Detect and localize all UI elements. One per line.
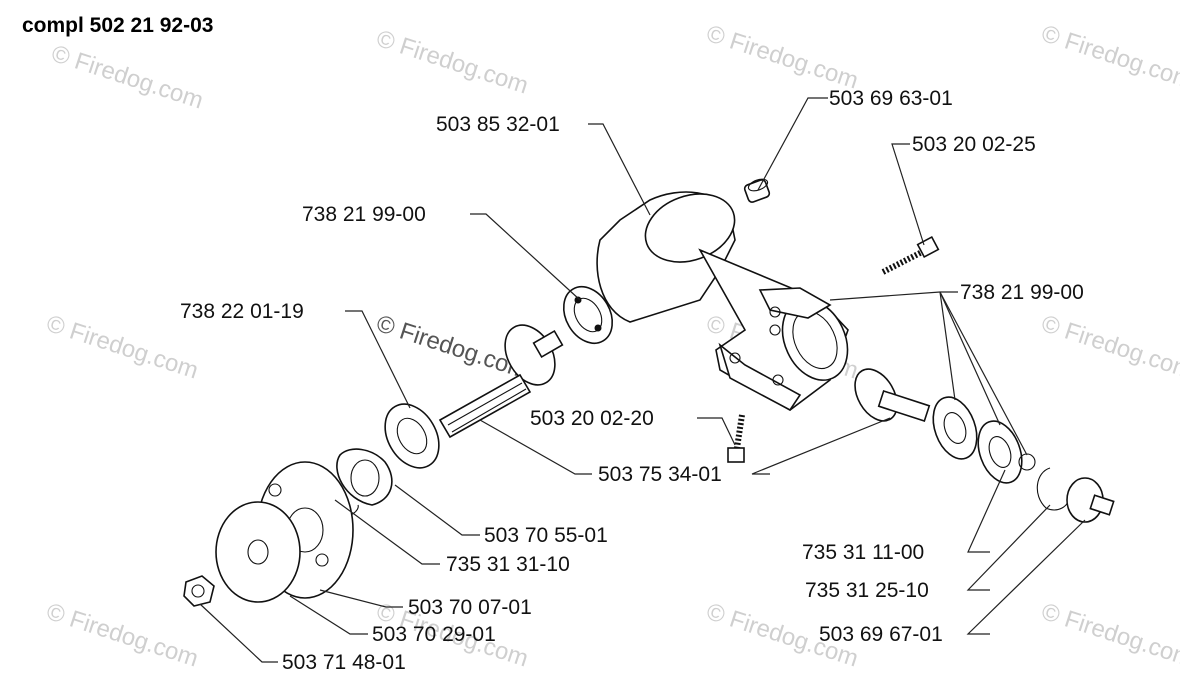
watermark: © Firedog.com (43, 598, 201, 672)
label-input-shaft: 503 75 34-01 (598, 463, 722, 486)
clamp-screw (881, 235, 940, 275)
label-gear-housing: 503 85 32-01 (436, 113, 560, 136)
watermark: © Firedog.com (1038, 598, 1180, 672)
label-spring-washer: 735 31 11-00 (802, 541, 924, 564)
bearing-upper (562, 285, 614, 345)
label-lock-nut: 503 71 48-01 (282, 651, 406, 674)
label-seal-ring: 503 70 55-01 (484, 524, 608, 547)
lock-nut (183, 575, 215, 607)
label-bearings-right: 738 21 99-00 (960, 281, 1084, 304)
watermark: © Firedog.com (43, 310, 201, 384)
label-circlip-left: 735 31 31-10 (446, 553, 570, 576)
input-shaft (438, 373, 532, 439)
watermarks: © Firedog.com © Firedog.com © Firedog.co… (43, 20, 1180, 672)
bearing-large (384, 403, 440, 469)
label-output-flange: 503 69 67-01 (819, 623, 943, 646)
bearing-right-2 (977, 420, 1023, 484)
diagram-title: compl 502 21 92-03 (22, 14, 213, 37)
label-clamp-screw: 503 20 02-25 (912, 133, 1036, 156)
mount-screw (727, 414, 745, 463)
leader-lines (199, 97, 1086, 663)
label-bearing-large: 738 22 01-19 (180, 300, 304, 323)
gear-housing (596, 191, 849, 412)
label-mount-screw: 503 20 02-20 (530, 407, 654, 430)
guard-disc (215, 501, 301, 603)
seal-ring (336, 448, 393, 506)
watermark: © Firedog.com (1038, 20, 1180, 94)
label-guard-disc: 503 70 29-01 (372, 623, 496, 646)
label-bearing-upper: 738 21 99-00 (302, 203, 426, 226)
bevel-gear-small (504, 324, 564, 386)
circlip-right (1036, 467, 1069, 511)
watermark: © Firedog.com (1038, 310, 1180, 384)
label-plug: 503 69 63-01 (829, 87, 953, 110)
output-flange (1066, 477, 1115, 523)
label-support-flange: 503 70 07-01 (408, 596, 532, 619)
bearing-right-1 (932, 396, 978, 460)
watermark: © Firedog.com (703, 20, 861, 94)
watermark: © Firedog.com (373, 25, 531, 99)
parts-artwork (183, 178, 1115, 607)
plug (743, 178, 771, 203)
watermark: © Firedog.com (48, 40, 206, 114)
part-labels: 503 69 63-01 503 85 32-01 503 20 02-25 7… (180, 87, 1084, 674)
label-circlip-right: 735 31 25-10 (805, 579, 929, 602)
bevel-gear-output (854, 368, 931, 423)
